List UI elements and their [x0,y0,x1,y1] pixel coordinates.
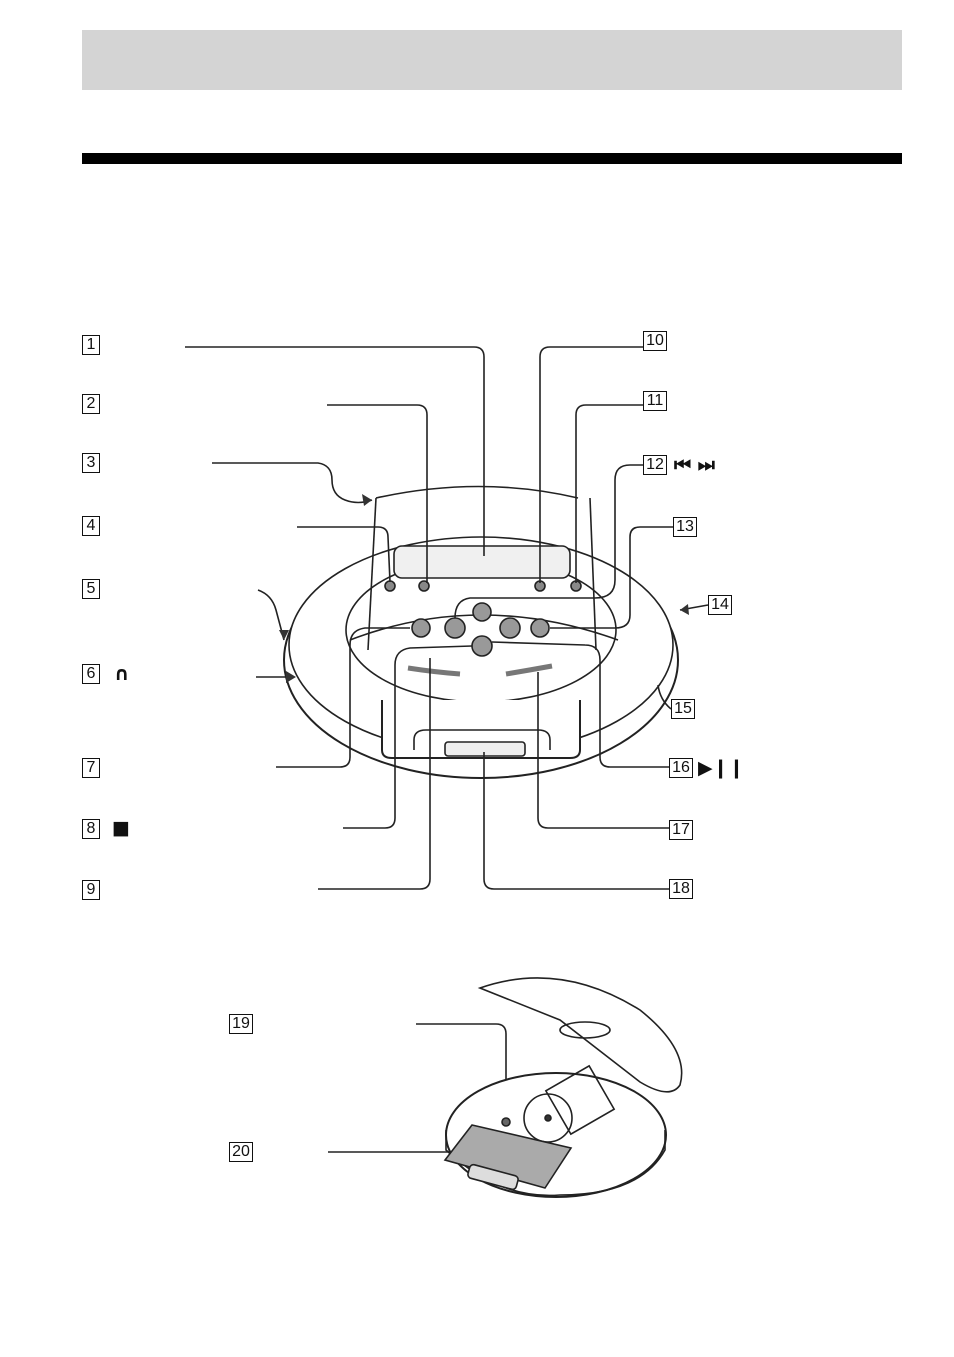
indicator-right [505,663,553,677]
display-window [393,545,571,579]
callout-20: 20 [229,1142,253,1162]
battery-compartment [443,1124,573,1189]
hold-switch [444,741,526,757]
callout-1: 1 [82,335,100,355]
callout-13: 13 [673,517,697,537]
callout-14: 14 [708,595,732,615]
stop-icon: ■ [112,817,130,839]
callout-10: 10 [643,331,667,351]
player-top-view [283,485,679,779]
button-12-prev [444,617,466,639]
callout-8: 8 [82,819,100,839]
callout-5: 5 [82,579,100,599]
callout-18: 18 [669,879,693,899]
title-rule [82,153,902,164]
callout-4: 4 [82,516,100,536]
callout-19: 19 [229,1014,253,1034]
button-12-next [499,617,521,639]
callout-15: 15 [671,699,695,719]
callout-17: 17 [669,820,693,840]
button-16-top [472,602,492,622]
headphone-icon: ∩ [114,663,130,685]
callout-3: 3 [82,453,100,473]
arrowheads [279,494,689,683]
button-13 [530,618,550,638]
callout-12: 12 [643,455,667,475]
button-7 [411,618,431,638]
button-8-stop [471,635,493,657]
callout-6: 6 [82,664,100,684]
callout-7: 7 [82,758,100,778]
callout-16: 16 [669,758,693,778]
leader-lines [185,346,709,1153]
play-pause-icon: ▶❙❙ [698,757,745,779]
open-button [501,1117,511,1127]
player-open-lid-view [443,977,683,1198]
button-4 [418,580,430,592]
button-2 [384,580,396,592]
header-band [82,30,902,90]
skip-icons: ⏮ ⏭ [674,454,715,476]
callout-2: 2 [82,394,100,414]
callout-11: 11 [643,391,667,411]
callout-9: 9 [82,880,100,900]
indicator-left [407,665,461,677]
